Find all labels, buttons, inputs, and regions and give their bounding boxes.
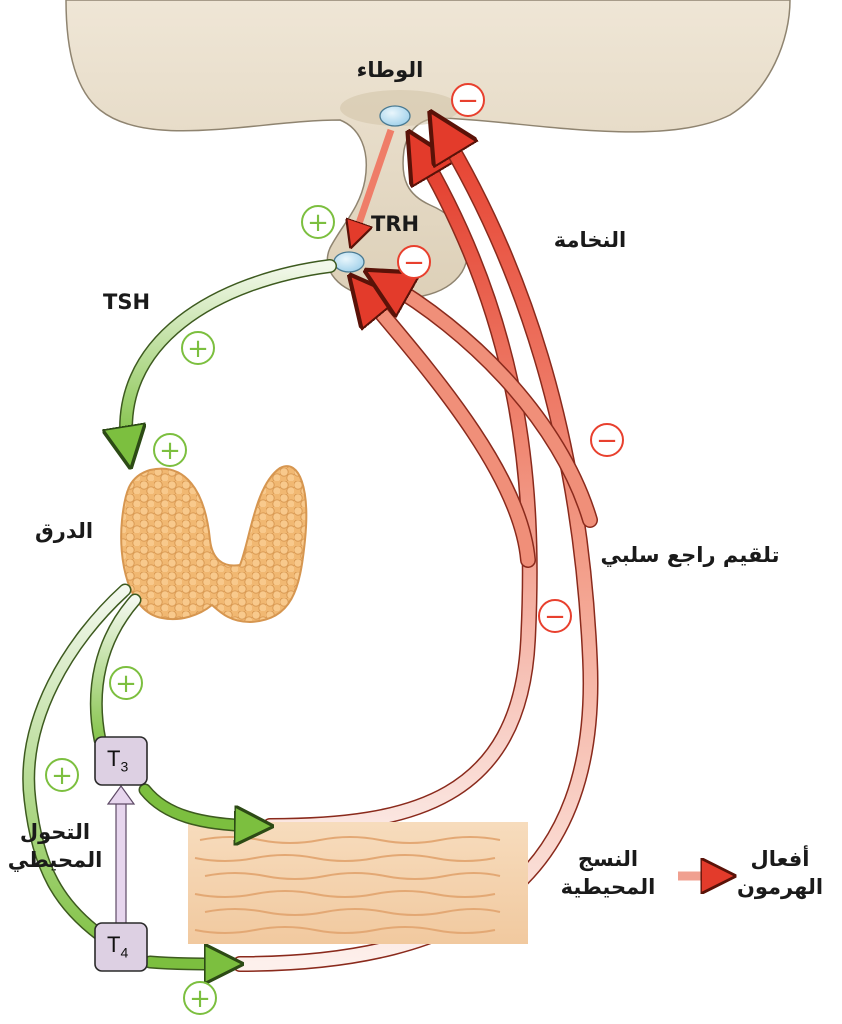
t4-box — [94, 922, 148, 972]
t3-letter: T — [107, 746, 121, 771]
minus-symbol: − — [403, 248, 425, 278]
thyroid-output-arrows — [22, 583, 142, 942]
t3-subscript: 3 — [120, 758, 129, 775]
trh-arrow — [354, 128, 395, 238]
plus-signs — [45, 205, 335, 1015]
thyroid-gland — [120, 465, 308, 624]
trh-label: TRH — [371, 212, 420, 236]
minus-symbol: − — [596, 426, 618, 456]
hypothalamus-label: الوطاء — [356, 58, 424, 82]
tsh-arrow — [126, 259, 337, 452]
minus-signs — [397, 83, 624, 633]
hormone-actions-line-1: أفعال — [750, 847, 810, 871]
plus-symbol: + — [307, 208, 329, 238]
plus-sign-trh — [301, 205, 335, 239]
hormone-actions-label: أفعال الهرمون — [730, 845, 830, 901]
tsh-label: TSH — [103, 290, 151, 314]
negative-feedback-label: تلقيم راجع سلبي — [600, 543, 780, 567]
hormone-to-tissue-arrows — [138, 783, 258, 964]
plus-symbols: + + + + + + — [51, 208, 329, 1014]
plus-symbol: + — [51, 761, 73, 791]
plus-symbol: + — [187, 334, 209, 364]
peripheral-tissue-line-2: المحيطية — [560, 875, 656, 899]
t3-box — [94, 736, 148, 786]
plus-sign-conversion — [45, 758, 79, 792]
hypothalamic-nucleus — [379, 105, 411, 127]
t4-to-t3-arrow — [106, 784, 136, 926]
plus-sign-t4 — [183, 981, 217, 1015]
peripheral-conversion-label: التحول المحيطي — [0, 818, 110, 874]
thyroid-label: الدرق — [34, 519, 94, 543]
plus-symbol: + — [159, 436, 181, 466]
minus-symbol: − — [544, 602, 566, 632]
minus-sign-feedback-lower — [538, 599, 572, 633]
plus-symbol: + — [189, 984, 211, 1014]
peripheral-tissue-line-1: النسج — [577, 847, 639, 871]
pituitary-nucleus — [333, 251, 365, 273]
peripheral-conversion-line-2: المحيطي — [7, 848, 103, 872]
minus-sign-feedback-upper — [590, 423, 624, 457]
peripheral-tissue-label: النسج المحيطية — [548, 845, 668, 901]
minus-symbols: − − − − — [403, 86, 618, 632]
plus-sign-thyroid — [153, 433, 187, 467]
t4-label: T4 — [107, 932, 128, 960]
hormone-actions-line-2: الهرمون — [736, 875, 824, 899]
minus-symbol: − — [457, 86, 479, 116]
peripheral-tissue — [188, 822, 528, 944]
minus-sign-pituitary — [397, 245, 431, 279]
plus-sign-t3 — [109, 666, 143, 700]
peripheral-conversion-line-1: التحول — [19, 820, 91, 844]
plus-sign-tsh — [181, 331, 215, 365]
plus-symbol: + — [115, 669, 137, 699]
t3-label: T3 — [107, 746, 128, 774]
t4-letter: T — [107, 932, 121, 957]
t4-subscript: 4 — [120, 944, 129, 961]
pituitary-label: النخامة — [553, 228, 627, 252]
minus-sign-hypothalamus — [451, 83, 485, 117]
